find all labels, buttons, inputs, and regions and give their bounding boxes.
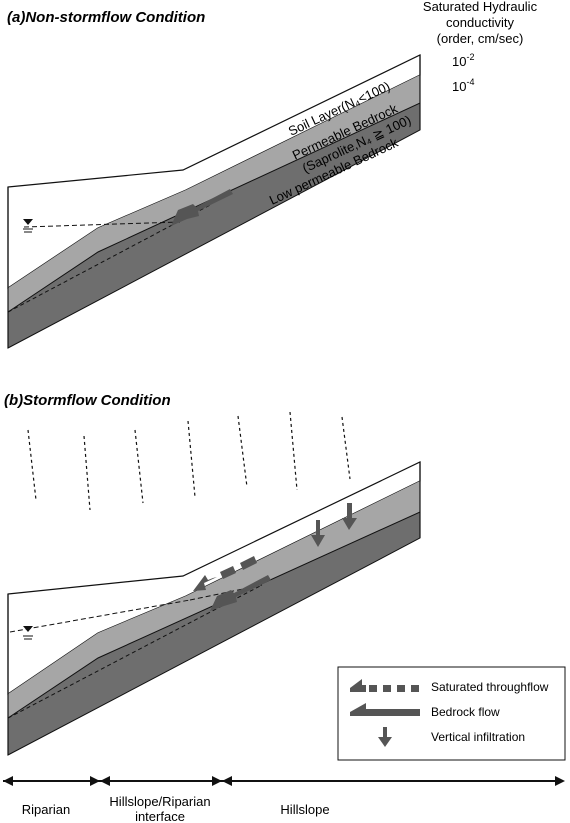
- zone-arrowhead: [100, 776, 110, 786]
- panel-b-title: (b)Stormflow Condition: [4, 392, 171, 409]
- rain-line: [187, 420, 196, 498]
- water-table-icon: [23, 219, 33, 225]
- zone-arrowhead: [212, 776, 222, 786]
- rain-line: [134, 429, 144, 504]
- bedrock-flow-arrow-b: [210, 575, 271, 611]
- bedrock-flow-arrow-a: [171, 189, 233, 226]
- legend-saturated-icon: [350, 679, 419, 692]
- saturated-throughflow-arrow-b: [193, 556, 257, 591]
- legend-box: [337, 666, 566, 761]
- vertical-infiltration-arrows: [311, 503, 357, 547]
- zone-riparian-label: Riparian: [22, 802, 70, 817]
- water-table-icon-b: [23, 626, 33, 632]
- permeable-bedrock-a: [8, 75, 420, 312]
- zone-scale-arrowheads: [3, 776, 565, 786]
- hydraulic-heading-line-3: (order, cm/sec): [437, 31, 524, 46]
- legend-saturated-head: [350, 679, 366, 692]
- saturated-arrow-segment: [220, 566, 236, 579]
- rain-line: [289, 411, 298, 491]
- legend-saturated-segment: [411, 685, 419, 692]
- legend-vertical-label: Vertical infiltration: [431, 730, 525, 744]
- rain-line: [341, 416, 351, 480]
- legend-saturated-label: Saturated throughflow: [431, 680, 549, 694]
- legend-saturated-segment: [397, 685, 405, 692]
- hydraulic-heading-line-2: conductivity: [446, 15, 514, 30]
- rain-line: [83, 435, 91, 511]
- vertical-infiltration-arrow: [342, 503, 357, 530]
- zone-interface-label-1: Hillslope/Riparian: [109, 794, 210, 809]
- k-soil-value: 10-2: [452, 52, 474, 69]
- legend-saturated-segment: [369, 685, 377, 692]
- legend-vertical-icon: [378, 727, 392, 747]
- zone-arrowhead: [222, 776, 232, 786]
- water-table-line-a: [23, 221, 181, 228]
- zone-arrowhead: [3, 776, 13, 786]
- k-bedrock-value: 10-4: [452, 77, 474, 94]
- legend-bedrock-icon: [350, 703, 420, 716]
- hydraulic-heading-line-1: Saturated Hydraulic: [423, 0, 538, 14]
- zone-hillslope-label: Hillslope: [280, 802, 329, 817]
- zone-interface-label-2: interface: [135, 809, 185, 823]
- rain-line: [27, 429, 37, 501]
- saturated-arrow-head: [193, 575, 217, 591]
- saturated-arrow-segment: [240, 556, 257, 570]
- rainfall-lines: [27, 411, 351, 511]
- rain-line: [237, 415, 248, 488]
- panel-a-title: (a)Non-stormflow Condition: [7, 9, 205, 26]
- vertical-infiltration-arrow: [311, 520, 325, 547]
- water-table-line-b: [9, 599, 191, 633]
- legend-saturated-segment: [383, 685, 391, 692]
- zone-arrowhead: [90, 776, 100, 786]
- legend-bedrock-label: Bedrock flow: [431, 705, 500, 719]
- zone-arrowhead: [555, 776, 565, 786]
